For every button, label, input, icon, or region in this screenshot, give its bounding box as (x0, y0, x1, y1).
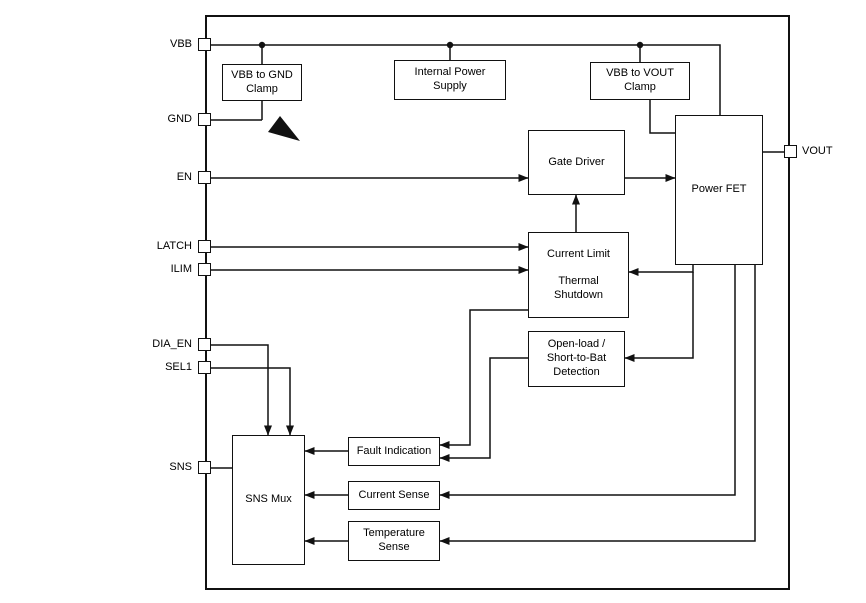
pin-vbb (198, 38, 211, 51)
block-current-limit-thermal-shutdown: Current Limit Thermal Shutdown (528, 232, 629, 318)
pin-label-sel1: SEL1 (165, 361, 192, 373)
block-label: Power FET (691, 183, 747, 196)
wire-open-load-to-fault (439, 357, 528, 462)
block-current-sense: Current Sense (348, 481, 440, 510)
block-vbb-vout-clamp: VBB to VOUT Clamp (590, 62, 690, 100)
junction-dot (258, 41, 266, 49)
pin-dia-en (198, 338, 211, 351)
wire-sel1-to-sns-mux (205, 367, 294, 436)
block-sns-mux: SNS Mux (232, 435, 305, 565)
block-label: Temperature Sense (363, 527, 425, 553)
block-label: Gate Driver (548, 155, 605, 168)
block-label: Fault Indication (356, 444, 432, 457)
block-fault-indication: Fault Indication (348, 437, 440, 466)
wire-thermal-shutdown-to-fault (439, 309, 528, 449)
pin-label-sns: SNS (169, 461, 192, 473)
block-label: VBB to GND Clamp (231, 68, 293, 95)
pin-ilim (198, 263, 211, 276)
pin-label-ilim: ILIM (170, 263, 192, 275)
wire-power-fet-to-temperature-sense (439, 265, 756, 545)
pin-label-dia-en: DIA_EN (152, 338, 192, 350)
chip-boundary (205, 15, 790, 590)
pin-label-latch: LATCH (156, 240, 192, 252)
block-gate-driver: Gate Driver (528, 130, 625, 195)
block-label: Open-load / Short-to-Bat Detection (546, 338, 607, 378)
block-label: VBB to VOUT Clamp (606, 67, 674, 93)
junction-dot (636, 41, 644, 49)
wire-power-fet-to-current-sense (439, 265, 736, 499)
pin-gnd (198, 113, 211, 126)
block-temperature-sense: Temperature Sense (348, 521, 440, 561)
block-label: Internal Power Supply (414, 66, 486, 92)
wire-vbb-rail (205, 44, 721, 115)
pin-sns (198, 461, 211, 474)
ground-symbol-icon (268, 116, 300, 141)
junction-dot (446, 41, 454, 49)
pin-sel1 (198, 361, 211, 374)
wire-vout-clamp-to-power-fet (649, 100, 675, 134)
wire-power-fet-to-open-load (624, 272, 694, 362)
block-internal-power-supply: Internal Power Supply (394, 60, 506, 100)
pin-label-gnd: GND (167, 113, 192, 125)
pin-vout (784, 145, 797, 158)
block-power-fet: Power FET (675, 115, 763, 265)
pin-label-vout: VOUT (802, 145, 833, 157)
block-label: Current Limit Thermal Shutdown (547, 247, 610, 301)
pin-latch (198, 240, 211, 253)
pin-en (198, 171, 211, 184)
pin-label-vbb: VBB (169, 38, 192, 50)
pin-label-en: EN (176, 171, 192, 183)
block-open-load-detection: Open-load / Short-to-Bat Detection (528, 331, 625, 387)
block-label: SNS Mux (245, 493, 292, 506)
wire-dia-en-to-sns-mux (205, 344, 272, 436)
block-label: Current Sense (358, 488, 430, 501)
block-vbb-gnd-clamp: VBB to GND Clamp (222, 64, 302, 101)
